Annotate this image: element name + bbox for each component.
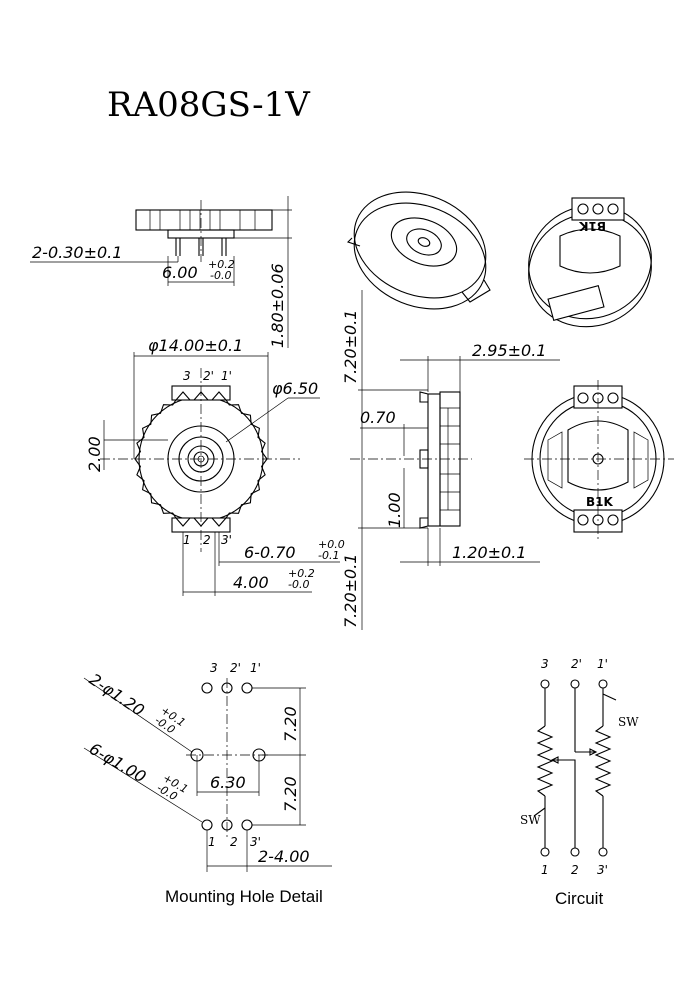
- rear-marking: B1K: [586, 495, 613, 509]
- front-pin-2: 2: [203, 533, 211, 547]
- front-view: 3 2' 1' 1 2 3' φ14.00±0.1 φ6.50 2.00 6-0…: [85, 336, 345, 596]
- rear-view: B1K: [524, 380, 674, 540]
- mount-pin-3p: 3': [250, 835, 261, 849]
- mount-pin-1p: 1': [250, 661, 261, 675]
- front-pin-3p: 3': [221, 533, 232, 547]
- small-hole-dim: 6-φ1.00: [86, 739, 149, 787]
- pin-span-tol-upper: +0.2: [288, 567, 315, 580]
- pin-pitch-tol-upper: +0.0: [318, 538, 345, 551]
- circuit-diagram: 3 2' 1' 1 2 3' SW SW Circuit: [520, 657, 639, 908]
- iso-view-rear: B1K: [528, 197, 652, 328]
- front-pin-1p: 1': [221, 369, 232, 383]
- mount-pin-1: 1: [208, 835, 216, 849]
- iso-view-front: [346, 191, 491, 310]
- mount-pin-2: 2: [230, 835, 238, 849]
- profile-view: 2.95±0.1 7.20±0.1 7.20±0.1 0.70 1.00 1.2…: [341, 290, 560, 630]
- circuit-pin-2p: 2': [571, 657, 582, 671]
- offset-dim: 2.00: [85, 436, 104, 472]
- circuit-pin-3: 3: [541, 657, 549, 671]
- large-hole-dim: 2-φ1.20: [86, 670, 148, 721]
- lower-height-dim: 7.20±0.1: [341, 554, 360, 628]
- iso-marking: B1K: [579, 219, 606, 233]
- front-pin-1: 1: [183, 533, 191, 547]
- front-pin-2p: 2': [203, 369, 214, 383]
- outer-diameter-dim: φ14.00±0.1: [148, 336, 243, 355]
- base-width-tol-upper: +0.2: [208, 258, 235, 271]
- depth-dim: 2.95±0.1: [472, 341, 546, 360]
- pin-span-tol-lower: -0.0: [288, 578, 309, 591]
- base-width-tol-lower: -0.0: [210, 269, 231, 282]
- mount-pin-2p: 2': [230, 661, 241, 675]
- circuit-caption: Circuit: [555, 889, 603, 908]
- pin-pitch-tol-lower: -0.1: [318, 549, 339, 562]
- base-dim: 1.20±0.1: [452, 543, 526, 562]
- hole-spacing-dim: 6.30: [210, 773, 246, 792]
- step-dim: 1.00: [385, 492, 404, 528]
- circuit-pin-2: 2: [571, 863, 579, 877]
- switch-label-left: SW: [520, 813, 541, 827]
- upper-pitch-dim: 7.20: [281, 706, 300, 742]
- side-view: 2-0.30±0.1 6.00 +0.2 -0.0 1.80±0.06: [30, 196, 292, 348]
- shaft-diameter-dim: φ6.50: [272, 379, 318, 398]
- pin-thickness-dim: 2-0.30±0.1: [32, 243, 122, 262]
- circuit-pin-1: 1: [541, 863, 549, 877]
- mount-pin-3: 3: [210, 661, 218, 675]
- upper-height-dim: 7.20±0.1: [341, 310, 360, 384]
- base-width-dim: 6.00: [162, 263, 198, 282]
- height-dim: 1.80±0.06: [268, 263, 287, 348]
- pin-pitch-mount-dim: 2-4.00: [258, 847, 310, 866]
- switch-label-right: SW: [618, 715, 639, 729]
- pin-pitch-dim: 6-0.70: [244, 543, 296, 562]
- circuit-pin-3p: 3': [597, 863, 608, 877]
- lead-dim: 0.70: [360, 408, 396, 427]
- pin-span-dim: 4.00: [233, 573, 269, 592]
- mounting-caption: Mounting Hole Detail: [165, 887, 323, 906]
- lower-pitch-dim: 7.20: [281, 776, 300, 812]
- part-number-title: RA08GS-1V: [107, 85, 311, 125]
- front-pin-3: 3: [183, 369, 191, 383]
- circuit-pin-1p: 1': [597, 657, 608, 671]
- mounting-hole-detail: 3 2' 1' 1 2 3' 2-φ1.20 +0.1 -0.0 6-φ1.00…: [83, 661, 332, 906]
